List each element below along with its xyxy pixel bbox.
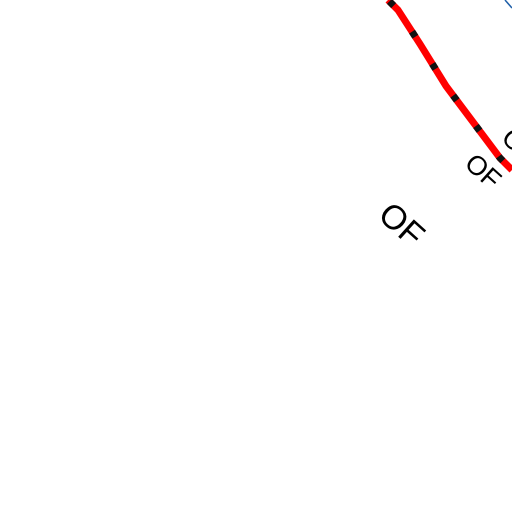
boundary-line-dashes: [385, 0, 512, 173]
map-label-large: OF: [371, 195, 432, 255]
secondary-line: [504, 0, 512, 9]
boundary-line: [385, 0, 512, 173]
